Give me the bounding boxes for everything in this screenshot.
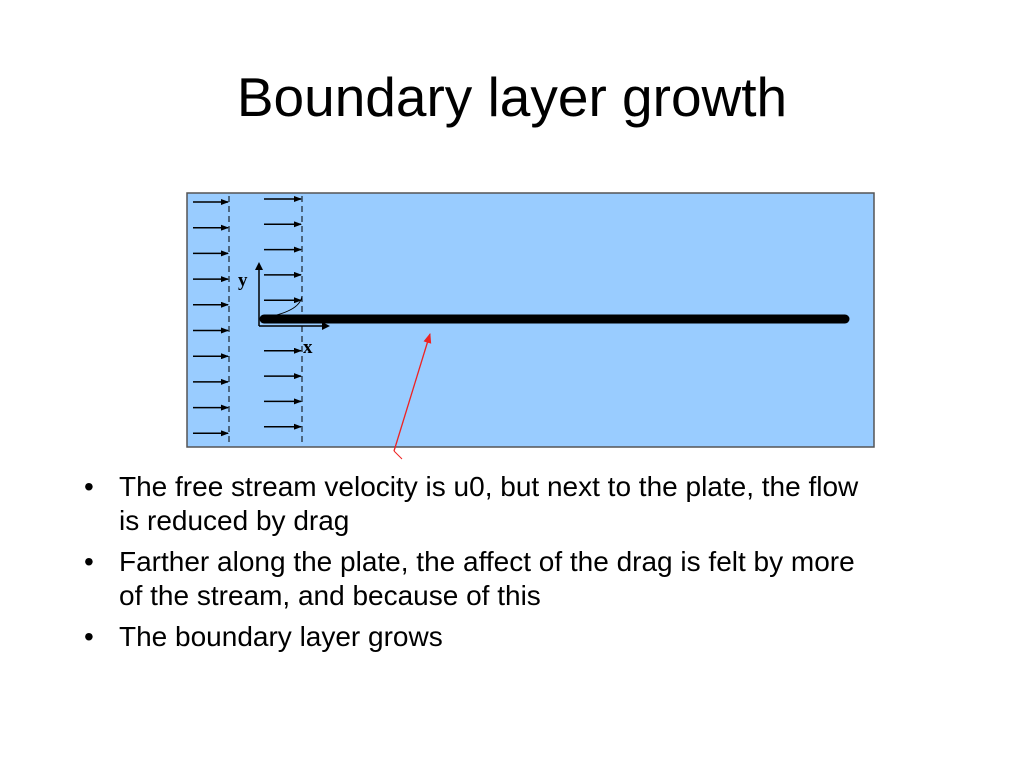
free-stream-velocity-profile [193, 196, 230, 446]
slide-title: Boundary layer growth [236, 66, 788, 128]
y-axis-label: y [238, 270, 248, 291]
bullet-item: • The free stream velocity is u0, but nex… [80, 470, 860, 538]
pointer-arrow [393, 333, 432, 452]
bullet-text: The free stream velocity is u0, but next… [119, 471, 859, 536]
bullet-symbol: • [84, 621, 94, 652]
bullet-item: • Farther along the plate, the affect of … [80, 545, 860, 613]
bullet-item: • The boundary layer grows [80, 620, 860, 654]
leading-edge-velocity-profile [264, 196, 303, 446]
bullet-list: • The free stream velocity is u0, but nex… [80, 470, 860, 661]
bullet-text: Farther along the plate, the affect of t… [119, 546, 855, 611]
bullet-text: The boundary layer grows [119, 621, 443, 652]
pointer-arrow-tail [393, 450, 403, 460]
bullet-symbol: • [84, 471, 94, 502]
bullet-symbol: • [84, 546, 94, 577]
x-axis-label: x [303, 337, 313, 358]
